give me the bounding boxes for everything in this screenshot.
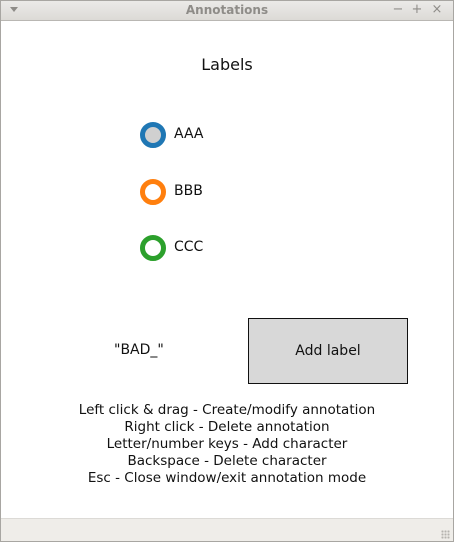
annotation-canvas[interactable]: Labels AAA BBB CCC "BAD_" Add label Left…	[1, 21, 453, 518]
radio-ring-icon[interactable]	[140, 122, 166, 148]
help-line: Left click & drag - Create/modify annota…	[78, 402, 376, 418]
radio-ring-icon[interactable]	[140, 179, 166, 205]
label-option-text: AAA	[174, 126, 204, 142]
minimize-icon[interactable]: −	[392, 2, 404, 17]
add-label-button[interactable]: Add label	[248, 318, 408, 384]
maximize-icon[interactable]: +	[411, 2, 423, 17]
label-option-ccc[interactable]: CCC	[139, 234, 259, 262]
help-line: Letter/number keys - Add character	[106, 436, 348, 452]
label-option-aaa[interactable]: AAA	[139, 121, 259, 149]
resize-grip-icon[interactable]	[441, 530, 450, 539]
title-bar[interactable]: Annotations − + ×	[1, 1, 453, 21]
help-line: Esc - Close window/exit annotation mode	[87, 470, 367, 486]
label-option-bbb[interactable]: BBB	[139, 178, 259, 206]
label-option-text: CCC	[174, 239, 204, 255]
help-text: Left click & drag - Create/modify annota…	[1, 402, 453, 487]
close-icon[interactable]: ×	[431, 2, 443, 17]
label-option-text: BBB	[174, 183, 203, 199]
current-label-text: "BAD_"	[114, 342, 164, 358]
help-line: Right click - Delete annotation	[124, 419, 330, 435]
window-menu-icon[interactable]	[10, 7, 18, 12]
status-bar	[1, 518, 453, 541]
window-title: Annotations	[185, 3, 269, 17]
labels-heading: Labels	[201, 55, 253, 74]
help-line: Backspace - Delete character	[127, 453, 327, 469]
radio-ring-icon[interactable]	[140, 235, 166, 261]
